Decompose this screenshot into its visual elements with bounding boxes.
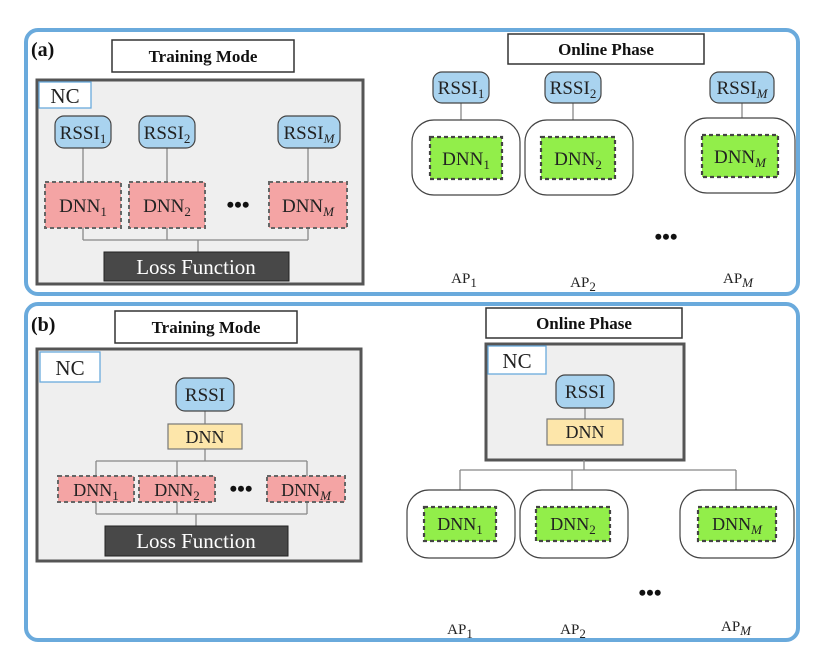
online-dnn-1-label: DNN1 [442, 149, 490, 172]
online-rssi-2-label: RSSI2 [550, 78, 597, 101]
online-ellipsis: ••• [638, 580, 661, 605]
panel-b-training-title: Training Mode [152, 318, 261, 337]
ap-label-m: APM [723, 271, 754, 290]
tower-icon [723, 204, 757, 258]
online-dnn-2-label: DNN2 [554, 149, 602, 172]
online-rssi-1 [432, 71, 490, 104]
online-dnn-m-label: DNNM [714, 147, 767, 170]
nc-tag [38, 81, 92, 109]
dnn-train-2-label: DNN2 [143, 196, 191, 219]
tower-icon [449, 204, 483, 258]
rssi-node-m [277, 115, 341, 149]
panel-b-border [24, 302, 800, 642]
rssi-node [175, 377, 235, 412]
panel-b-training-header [114, 310, 298, 344]
online-rssi-m [709, 71, 775, 104]
dnn-head-ellipsis: ••• [229, 476, 252, 501]
dnn-train-2 [128, 181, 206, 229]
tower-icon [561, 204, 595, 258]
panel-a-label: (a) [31, 39, 54, 61]
dnn-head-2-label: DNN2 [154, 480, 200, 503]
online-head-1 [422, 505, 498, 543]
dnn-train-1 [44, 181, 122, 229]
panel-a-training-header [111, 39, 295, 73]
online-rssi-1-label: RSSI1 [438, 78, 485, 101]
nc-tag-label: NC [55, 356, 84, 380]
dnn-head-2 [138, 475, 216, 503]
dnn-head-m-label: DNNM [281, 480, 332, 503]
online-head-1-label: DNN1 [437, 514, 483, 537]
panel-a-training-title: Training Mode [149, 47, 258, 66]
nc-tag [39, 351, 101, 383]
dnn-head-m [266, 475, 346, 503]
dnn-train-ellipsis: ••• [226, 192, 249, 217]
online-rssi-node [555, 374, 615, 409]
tower-icon [555, 566, 589, 620]
tower-icon [443, 566, 477, 620]
ap-label-2: AP2 [570, 275, 596, 294]
online-head-m [696, 505, 778, 543]
online-shared-dnn [546, 418, 624, 446]
rssi-node-label: RSSI [185, 385, 225, 406]
online-rssi-2 [544, 71, 602, 104]
shared-dnn [167, 423, 243, 450]
ap-label-1: AP1 [451, 271, 477, 290]
online-dnn-m [700, 133, 780, 179]
online-head-2-label: DNN2 [550, 514, 596, 537]
dnn-train-m-label: DNNM [282, 196, 335, 219]
ap-label-1: AP1 [447, 622, 473, 641]
online-ellipsis: ••• [654, 224, 677, 249]
nc-online-tag-label: NC [502, 349, 531, 373]
dnn-train-1-label: DNN1 [59, 196, 107, 219]
panel-b-online-header [485, 307, 683, 339]
rssi-node-1-label: RSSI1 [60, 123, 107, 146]
nc-tag-label: NC [50, 84, 79, 108]
dnn-head-1-label: DNN1 [73, 480, 119, 503]
tower-icon [720, 566, 754, 620]
rssi-node-m-label: RSSIM [284, 123, 336, 146]
loss-function-box [104, 525, 289, 557]
rssi-node-2 [138, 115, 196, 149]
rssi-node-2-label: RSSI2 [144, 123, 191, 146]
online-dnn-2 [539, 135, 617, 181]
panel-a-border [24, 28, 800, 296]
online-head-2 [534, 505, 612, 543]
dnn-head-1 [57, 475, 135, 503]
panel-a-online-title: Online Phase [558, 40, 654, 59]
online-head-m-label: DNNM [712, 514, 763, 537]
panel-b: (b) Training Mode Online Phase NC RSSI D… [24, 302, 800, 642]
online-dnn-1 [428, 135, 504, 181]
panel-b-label: (b) [31, 314, 55, 336]
loss-function-box [103, 251, 290, 282]
online-rssi-node-label: RSSI [565, 382, 605, 403]
ap-label-m: APM [721, 619, 752, 638]
nc-online-tag [487, 345, 547, 375]
rssi-node-1 [54, 115, 112, 149]
loss-function-label: Loss Function [136, 529, 256, 553]
loss-function-label: Loss Function [136, 255, 256, 279]
dnn-train-m [268, 181, 348, 229]
panel-b-online-title: Online Phase [536, 314, 632, 333]
panel-a-online-header [507, 33, 705, 65]
panel-a: (a) Training Mode Online Phase NC RSSI1 … [24, 28, 800, 296]
ap-label-2: AP2 [560, 622, 586, 641]
shared-dnn-label: DNN [186, 427, 225, 447]
online-rssi-m-label: RSSIM [717, 78, 769, 101]
online-shared-dnn-label: DNN [566, 422, 605, 442]
